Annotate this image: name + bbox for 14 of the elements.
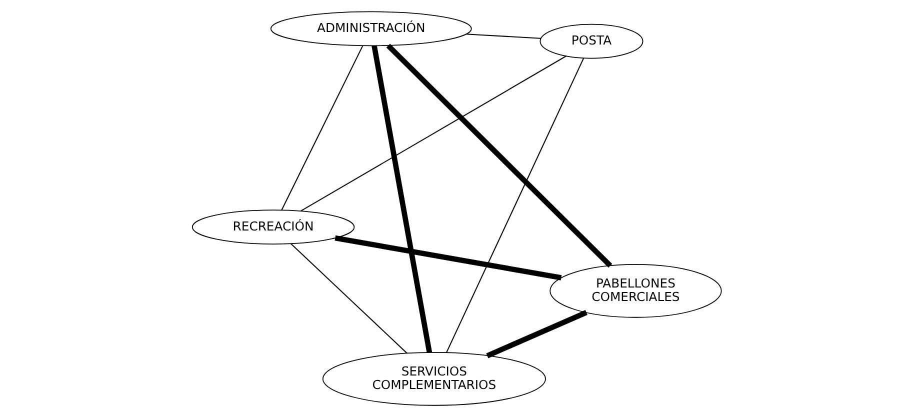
node-ellipse: PABELLONES COMERCIALES (550, 264, 722, 318)
node-ellipse: POSTA (540, 24, 644, 59)
node-ellipse: ADMINISTRACIÓN (270, 11, 472, 46)
connector (334, 235, 562, 280)
node-ellipse: SERVICIOS COMPLEMENTARIOS (322, 352, 546, 406)
connector (290, 243, 408, 354)
connector (386, 44, 612, 268)
connector (300, 56, 567, 212)
connector (281, 45, 364, 210)
connector (446, 58, 584, 353)
connector (486, 310, 588, 358)
node-ellipse: RECREACIÓN (192, 210, 355, 244)
connector (372, 45, 432, 354)
connector (466, 34, 541, 39)
